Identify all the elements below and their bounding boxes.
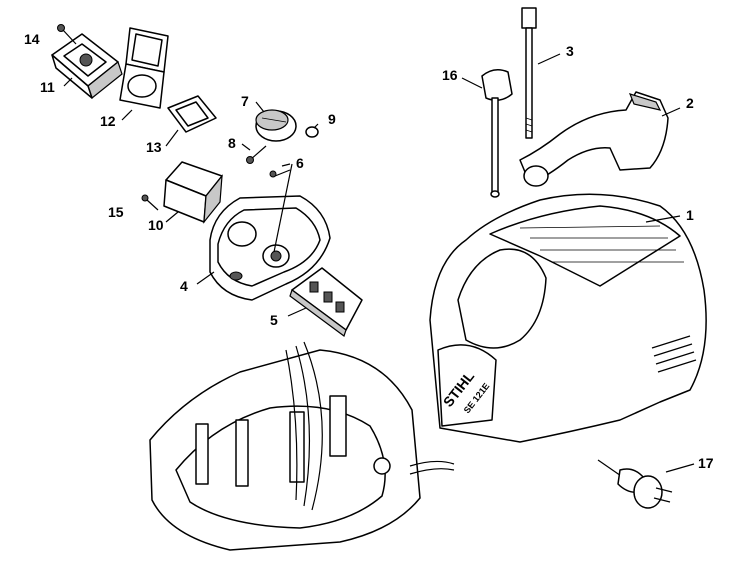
callout-1: 1 xyxy=(686,207,694,223)
callout-8: 8 xyxy=(228,135,236,151)
callout-7: 7 xyxy=(241,93,249,109)
callout-2: 2 xyxy=(686,95,694,111)
callout-13: 13 xyxy=(146,139,162,155)
callout-16: 16 xyxy=(442,67,458,83)
part-8-screw xyxy=(246,145,267,164)
part-2-handle xyxy=(519,91,669,187)
callout-9: 9 xyxy=(328,111,336,127)
callout-10: 10 xyxy=(148,217,164,233)
callout-12: 12 xyxy=(100,113,116,129)
callout-17: 17 xyxy=(698,455,714,471)
callout-3: 3 xyxy=(566,43,574,59)
part-6-screw xyxy=(269,169,291,178)
callout-14: 14 xyxy=(24,31,40,47)
part-10-filter xyxy=(163,161,223,224)
part-4-control-panel xyxy=(209,195,331,301)
callout-11: 11 xyxy=(40,79,55,95)
callout-15: 15 xyxy=(108,204,124,220)
part-11-socket-housing xyxy=(51,33,123,100)
part-17-plug xyxy=(597,459,673,509)
part-14-screw xyxy=(57,24,77,45)
callout-6: 6 xyxy=(296,155,304,171)
part-13-gasket xyxy=(167,95,217,133)
part-5-switch xyxy=(289,267,363,337)
part-3-bolt xyxy=(521,7,537,139)
leader-lines xyxy=(63,53,695,473)
base-housing xyxy=(149,341,455,551)
hood-vent xyxy=(651,335,697,373)
part-16-pin xyxy=(481,69,513,198)
part-7-knob xyxy=(255,109,297,142)
part-15-screw xyxy=(141,194,159,211)
part-12-hinged-cover xyxy=(119,27,169,109)
part-9-o-ring xyxy=(305,126,319,138)
callout-4: 4 xyxy=(180,278,188,294)
part-1-hood: STIHL SE 121E xyxy=(429,193,707,443)
callout-5: 5 xyxy=(270,312,278,328)
callouts: 1 2 3 4 5 6 7 8 9 10 11 12 13 14 15 16 1… xyxy=(24,31,714,471)
